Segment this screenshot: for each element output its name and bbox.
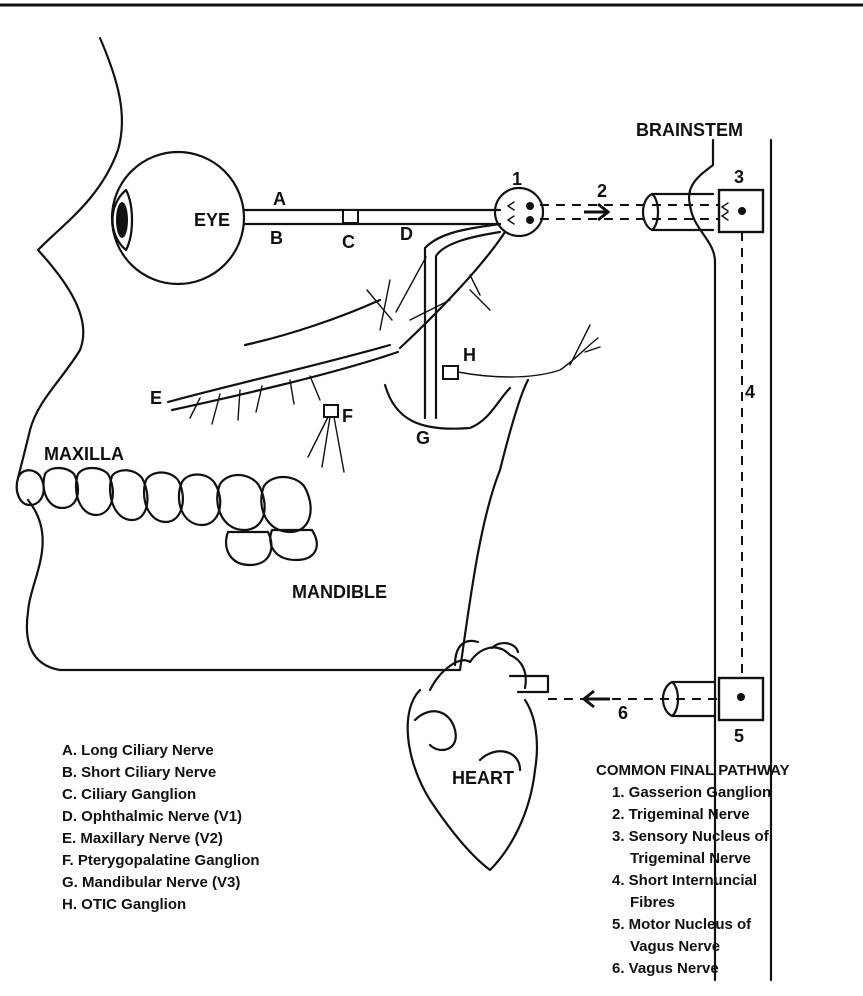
label-5: 5 xyxy=(734,726,744,746)
upper-teeth xyxy=(17,468,311,532)
legend-item: 5. Motor Nucleus of xyxy=(612,914,790,936)
legend-item: 1. Gasserion Ganglion xyxy=(612,782,790,804)
cheek-line xyxy=(245,300,380,345)
label-eye: EYE xyxy=(194,210,230,230)
label-b: B xyxy=(270,228,283,248)
skull-outline xyxy=(18,38,528,670)
legend-pathway-title: COMMON FINAL PATHWAY xyxy=(596,760,790,782)
legend-item: Trigeminal Nerve xyxy=(612,848,790,870)
vagus-arrow xyxy=(584,691,610,707)
pterygopalatine-ganglion xyxy=(324,405,338,417)
gasserion-ganglion xyxy=(495,188,543,236)
pupil xyxy=(116,202,128,238)
label-a: A xyxy=(273,189,286,209)
motor-nucleus-dot xyxy=(737,693,745,701)
label-brainstem: BRAINSTEM xyxy=(636,120,743,140)
legend-item: 2. Trigeminal Nerve xyxy=(612,804,790,826)
vagus-nerve-stump xyxy=(663,682,715,716)
legend-item: H. OTIC Ganglion xyxy=(62,894,260,916)
trigeminal-arrow xyxy=(584,204,608,220)
legend-item: 6. Vagus Nerve xyxy=(612,958,790,980)
label-6: 6 xyxy=(618,703,628,723)
maxillary-nerve xyxy=(168,345,398,410)
label-g: G xyxy=(416,428,430,448)
heart-drawing xyxy=(408,641,548,870)
otic-ganglion xyxy=(443,366,458,379)
label-heart: HEART xyxy=(452,768,514,788)
maxillary-branches xyxy=(190,257,490,424)
label-3: 3 xyxy=(734,167,744,187)
lower-teeth xyxy=(226,530,317,565)
legend-item: C. Ciliary Ganglion xyxy=(62,784,260,806)
legend-item: F. Pterygopalatine Ganglion xyxy=(62,850,260,872)
legend-item: Fibres xyxy=(612,892,790,914)
legend-item: A. Long Ciliary Nerve xyxy=(62,740,260,762)
label-mandible: MANDIBLE xyxy=(292,582,387,602)
label-c: C xyxy=(342,232,355,252)
sensory-nucleus-dot xyxy=(738,207,746,215)
ganglion-chevrons xyxy=(508,202,514,224)
label-h: H xyxy=(463,345,476,365)
label-4: 4 xyxy=(745,382,755,402)
legend-item: Vagus Nerve xyxy=(612,936,790,958)
mandible-ramus xyxy=(385,385,510,429)
legend-item: E. Maxillary Nerve (V2) xyxy=(62,828,260,850)
label-f: F xyxy=(342,406,353,426)
label-1: 1 xyxy=(512,169,522,189)
legend-pathway: COMMON FINAL PATHWAY 1. Gasserion Gangli… xyxy=(612,760,790,980)
ganglion-dot-lower xyxy=(526,216,534,224)
label-2: 2 xyxy=(597,181,607,201)
label-maxilla: MAXILLA xyxy=(44,444,124,464)
legend-item: 4. Short Internuncial xyxy=(612,870,790,892)
ganglion-dot-upper xyxy=(526,202,534,210)
auricular-branch xyxy=(458,325,600,377)
ciliary-ganglion xyxy=(343,210,358,223)
label-d: D xyxy=(400,224,413,244)
maxillary-nerve-upper xyxy=(400,232,505,348)
legend-nerves: A. Long Ciliary Nerve B. Short Ciliary N… xyxy=(62,740,260,916)
legend-item: G. Mandibular Nerve (V3) xyxy=(62,872,260,894)
legend-item: 3. Sensory Nucleus of xyxy=(612,826,790,848)
label-e: E xyxy=(150,388,162,408)
pterygopalatine-branches xyxy=(308,417,344,472)
trigeminal-nerve-stump xyxy=(643,194,713,230)
legend-item: D. Ophthalmic Nerve (V1) xyxy=(62,806,260,828)
legend-item: B. Short Ciliary Nerve xyxy=(62,762,260,784)
